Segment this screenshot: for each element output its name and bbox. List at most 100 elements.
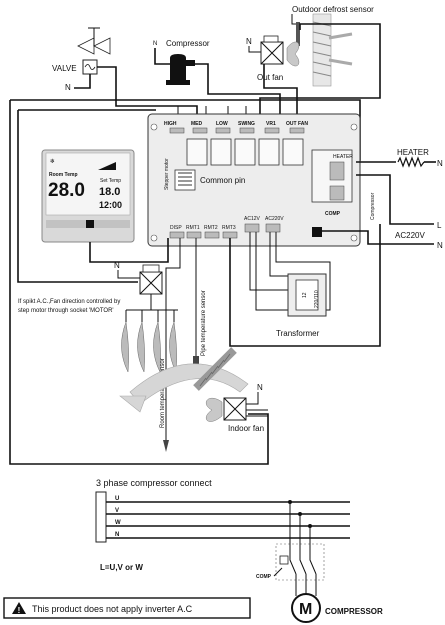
warning-box: ! [3,597,251,619]
common-pin-label: Common pin [200,176,245,185]
port-disp-label: DISP [170,225,182,231]
relay-taps [177,106,247,118]
valve-symbol [77,27,111,75]
stepper-motor-label: Stepper motor [164,158,170,190]
indoor-coil [193,347,237,391]
stepper-motor-pins [178,172,192,186]
board-screw [350,234,358,242]
transformer-220-label: 220/110 [314,290,320,308]
compressor-terminal [329,185,345,201]
out-fan-n-label: N [246,37,252,46]
compressor-contactor [275,502,325,596]
compressor-n-wire [154,48,170,65]
port-rmt3-label: RMT3 [222,225,236,231]
port-ac12v-label: AC12V [244,216,261,222]
board-screw [150,234,158,242]
indoor-fan-wires [246,392,268,417]
swing-n-label: N [114,261,120,270]
outfan-to-board-wire [263,64,298,118]
warning-text: This product does not apply inverter A.C [32,604,193,614]
room-temp-sensor-label: Room temperature sensor [160,358,166,428]
room-temp-value: 28.0 [48,180,85,201]
motor-letter: M [299,601,312,618]
room-temp-sensor-probe [163,440,169,452]
comp-contactor-pointer [273,567,283,577]
port-rmt2-label: RMT2 [204,225,218,231]
svg-text:!: ! [18,606,21,615]
board-comp-label: COMP [325,211,341,217]
valve-label: VALVE [52,64,77,73]
heater-terminal [329,161,345,181]
relay-terminals [169,127,305,134]
swing-motor [139,264,163,295]
compressor-label: Compressor [166,39,210,48]
valve-to-board-wire [97,66,198,118]
comp-contactor-label: COMP [256,574,272,580]
port-rmt1-label: RMT1 [186,225,200,231]
defrost-sensor-probe [296,22,300,46]
relay-bodies [186,138,304,166]
swing-n-wire [117,270,140,279]
board-screw [150,123,158,131]
relay-label-low: LOW [216,121,228,127]
indoor-fan [205,397,247,422]
out-fan [260,35,300,67]
rmt3-loop-wire [229,224,381,347]
three-phase-note: L=U,V or W [100,563,143,572]
relay-label-high: HIGH [164,121,177,127]
indoor-fan-outer-wire [9,100,269,465]
compressor-motor-symbol [291,593,321,623]
compressor-n-label: N [153,41,157,47]
phase-line-u-label: U [115,496,119,502]
swing-wire [17,109,156,283]
out-fan-label: Out fan [257,73,283,82]
outdoor-defrost-sensor-label: Outdoor defrost sensor [292,5,374,14]
pipe-temp-sensor-probe [193,356,199,368]
ac220v-n-label: N [437,241,443,250]
board-ac220v-terminal [312,227,322,237]
airflow-arrow [129,363,249,405]
indoor-fan-label: Indoor fan [228,424,264,433]
three-phase-title: 3 phase compressor connect [96,478,212,488]
heater-resistor-symbol [397,156,425,168]
snowflake-icon: ❄ [50,158,55,165]
set-temp-value: 18.0 [99,186,120,198]
indoor-fan-n-label: N [257,383,263,392]
phase-line-v-label: V [115,508,119,514]
valve-n-label: N [65,83,71,92]
spikt-note-line1: If spikt A.C.,Fan direction controlled b… [18,299,120,305]
louver-links [125,294,178,322]
ac220v-label: AC220V [395,231,425,240]
port-ac220v-label: AC220V [265,216,284,222]
relay-label-vr1: VR1 [266,121,276,127]
transformer-12-label: 12 [302,292,308,298]
fan-speed-bars-icon [98,162,116,170]
room-temp-label: Room Temp [49,172,78,178]
transformer [287,273,327,317]
compressor-to-board-wire [190,63,281,118]
phase-line-w-label: W [115,520,121,526]
three-phase-lines [106,500,350,539]
warning-icon [12,602,26,614]
phase-line-n-label: N [115,532,119,538]
l-wire [356,174,434,225]
defrost-sensor-wire [259,23,381,118]
heater-n-label: N [437,159,443,168]
set-temp-label: Set Temp [100,178,121,184]
relay-label-med: MED [191,121,203,127]
board-screw [350,123,358,131]
pipe-temp-sensor-label: Pipe temperature sensor [201,290,207,356]
ac220v-wire [322,230,434,245]
board-compressor-label: Compressor [370,192,376,220]
valve-n-wire [74,74,91,89]
board-heater-label: HEATER [333,154,353,160]
display-wire [89,238,169,263]
board-ports [169,223,281,239]
relay-label-swing: SWING [238,121,255,127]
clock-value: 12:00 [99,200,122,210]
relay-label-outfan: OUT FAN [286,121,308,127]
airflow-arrow-head [119,395,147,413]
l-label: L [437,221,442,230]
transformer-lv-wires [249,232,300,311]
